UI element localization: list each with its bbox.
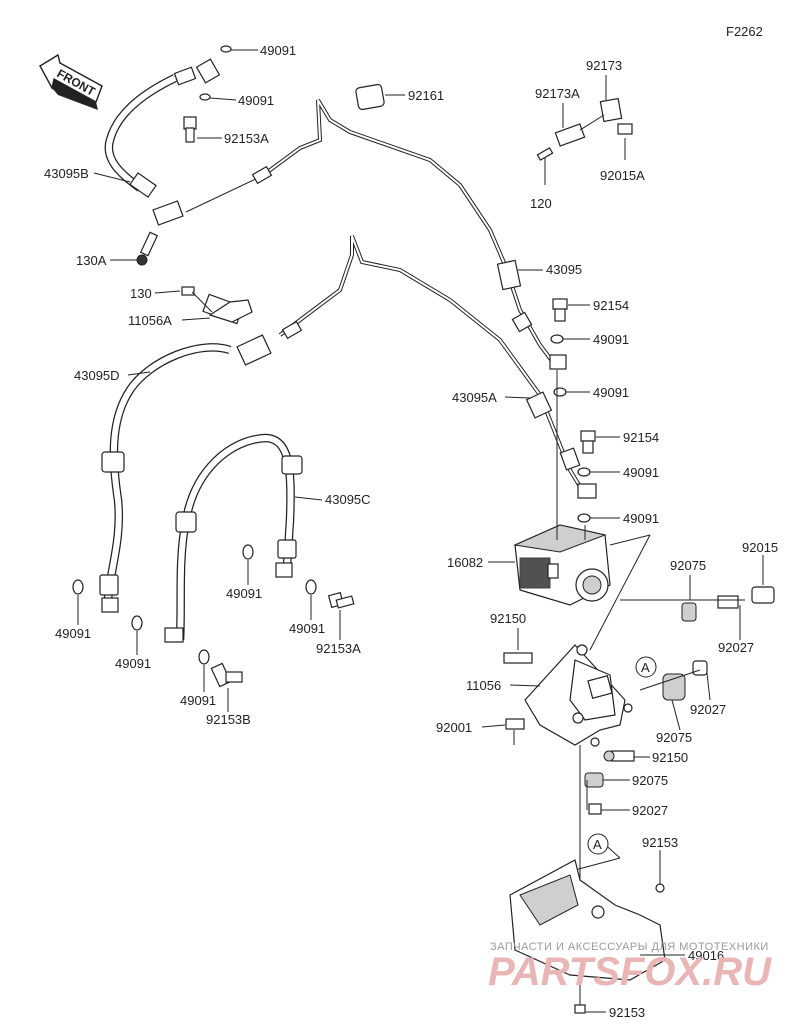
brake-hose-43095C [164, 433, 303, 643]
part-labels: 49091 49091 92153A 43095B 130A 92161 921… [44, 43, 778, 1020]
label-43095C: 43095C [325, 492, 371, 507]
label-92027: 92027 [690, 702, 726, 717]
bracket-11056 [524, 644, 633, 747]
label-92015: 92015 [742, 540, 778, 555]
lower-cover-49016 [509, 859, 666, 1014]
label-92015A: 92015A [600, 168, 645, 183]
watermark: ЗАПЧАСТИ И АКСЕССУАРЫ ДЛЯ МОТОТЕХНИКИ PA… [488, 941, 772, 994]
label-92150: 92150 [490, 611, 526, 626]
label-49091: 49091 [226, 586, 262, 601]
label-92173: 92173 [586, 58, 622, 73]
label-43095D: 43095D [74, 368, 120, 383]
label-49091: 49091 [55, 626, 91, 641]
label-130A: 130A [76, 253, 107, 268]
grommets [503, 586, 775, 815]
label-49091: 49091 [289, 621, 325, 636]
label-92075: 92075 [656, 730, 692, 745]
hardware [72, 45, 633, 712]
diagram-code: F2262 [726, 24, 763, 39]
brake-pipe-43095 [251, 98, 567, 370]
label-49091: 49091 [623, 465, 659, 480]
brake-pipe-43095B [104, 66, 263, 226]
label-92001: 92001 [436, 720, 472, 735]
label-43095A: 43095A [452, 390, 497, 405]
label-49091: 49091 [593, 385, 629, 400]
label-92154: 92154 [623, 430, 659, 445]
callout-a-lower-label: A [593, 837, 602, 852]
label-92153: 92153 [642, 835, 678, 850]
label-92150: 92150 [652, 750, 688, 765]
label-92075: 92075 [670, 558, 706, 573]
brake-hose-43095D [99, 293, 272, 613]
label-16082: 16082 [447, 555, 483, 570]
label-92161: 92161 [408, 88, 444, 103]
label-49091: 49091 [593, 332, 629, 347]
label-49091: 49091 [238, 93, 274, 108]
brake-pipe-43095A [278, 235, 597, 499]
watermark-caption: ЗАПЧАСТИ И АКСЕССУАРЫ ДЛЯ МОТОТЕХНИКИ [490, 941, 769, 953]
label-92027: 92027 [632, 803, 668, 818]
label-43095: 43095 [546, 262, 582, 277]
label-49091: 49091 [180, 693, 216, 708]
label-92153B: 92153B [206, 712, 251, 727]
label-130: 130 [130, 286, 152, 301]
label-92153: 92153 [609, 1005, 645, 1020]
abs-unit-16082 [513, 370, 611, 606]
callout-a-upper: A [635, 656, 657, 678]
label-11056A: 11056A [128, 313, 172, 328]
label-49091: 49091 [260, 43, 296, 58]
callout-a-upper-label: A [641, 660, 650, 675]
callout-a-lower: A [587, 833, 609, 855]
assembly-lines [574, 534, 745, 1005]
front-arrow-icon: FRONT [39, 53, 103, 110]
label-92153A: 92153A [316, 641, 361, 656]
label-120: 120 [530, 196, 552, 211]
watermark-logo: PARTSFOX.RU [488, 950, 772, 994]
label-92154: 92154 [593, 298, 629, 313]
label-49091: 49091 [115, 656, 151, 671]
label-92027: 92027 [718, 640, 754, 655]
label-49016: 49016 [688, 948, 724, 963]
label-11056: 11056 [466, 678, 501, 693]
label-92075: 92075 [632, 773, 668, 788]
label-92153A: 92153A [224, 131, 269, 146]
label-49091: 49091 [623, 511, 659, 526]
label-92173A: 92173A [535, 86, 580, 101]
label-43095B: 43095B [44, 166, 89, 181]
